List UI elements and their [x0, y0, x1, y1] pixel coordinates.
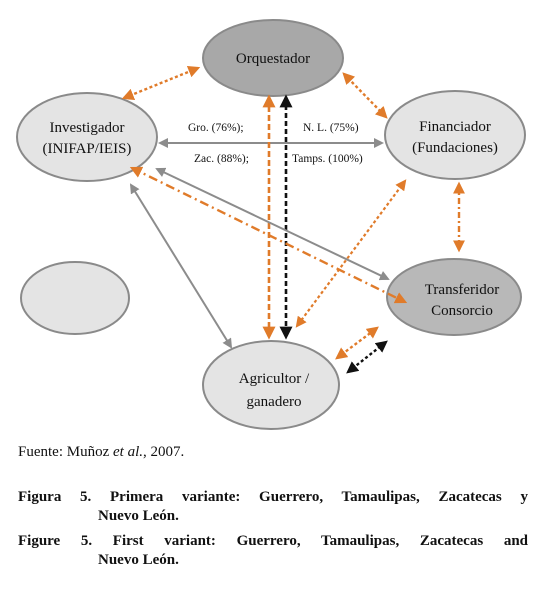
orquestador-label: Orquestador — [236, 51, 310, 67]
node-agricultor — [202, 340, 340, 430]
node-financiador — [384, 90, 526, 180]
edge-investigador-transferidor-gray — [155, 167, 390, 281]
investigador-label-1: Investigador — [50, 120, 125, 136]
edge-investigador-orquestador — [121, 66, 201, 100]
edge-label-tamps: Tamps. (100%) — [292, 153, 363, 165]
caption-spanish-line1: Figura 5. Primera variante: Guerrero, Ta… — [18, 489, 528, 505]
transferidor-label-1: Transferidor — [425, 282, 499, 298]
financiador-label-2: (Fundaciones) — [412, 140, 498, 156]
investigador-label-2: (INIFAP/IEIS) — [43, 141, 132, 157]
agricultor-label-1: Agricultor / — [239, 371, 310, 387]
source-prefix: Fuente: Muñoz — [18, 444, 113, 460]
source-etal: et al. — [113, 444, 143, 460]
caption-english-line2: Nuevo León. — [98, 552, 179, 568]
node-empty — [20, 261, 130, 335]
edge-label-zac: Zac. (88%); — [194, 153, 249, 165]
source-citation: Fuente: Muñoz et al., 2007. — [18, 444, 184, 461]
edge-agricultor-transferidor-black — [346, 340, 388, 374]
caption-spanish: Figura 5. Primera variante: Guerrero, Ta… — [18, 488, 528, 526]
caption-spanish-line2: Nuevo León. — [98, 508, 179, 524]
edge-investigador-agricultor — [129, 183, 233, 349]
figure-diagram: Orquestador Investigador (INIFAP/IEIS) F… — [16, 19, 526, 430]
edge-label-gro: Gro. (76%); — [188, 122, 244, 134]
caption-english: Figure 5. First variant: Guerrero, Tamau… — [18, 532, 528, 570]
edge-label-nl: N. L. (75%) — [303, 122, 359, 134]
caption-english-line1: Figure 5. First variant: Guerrero, Tamau… — [18, 533, 528, 549]
transferidor-label-2: Consorcio — [431, 303, 493, 319]
edge-orquestador-financiador — [342, 72, 388, 119]
source-suffix: , 2007. — [143, 444, 185, 460]
node-investigador — [16, 92, 158, 182]
edge-financiador-agricultor — [295, 179, 407, 328]
agricultor-label-2: ganadero — [247, 394, 302, 410]
financiador-label-1: Financiador — [419, 119, 491, 135]
